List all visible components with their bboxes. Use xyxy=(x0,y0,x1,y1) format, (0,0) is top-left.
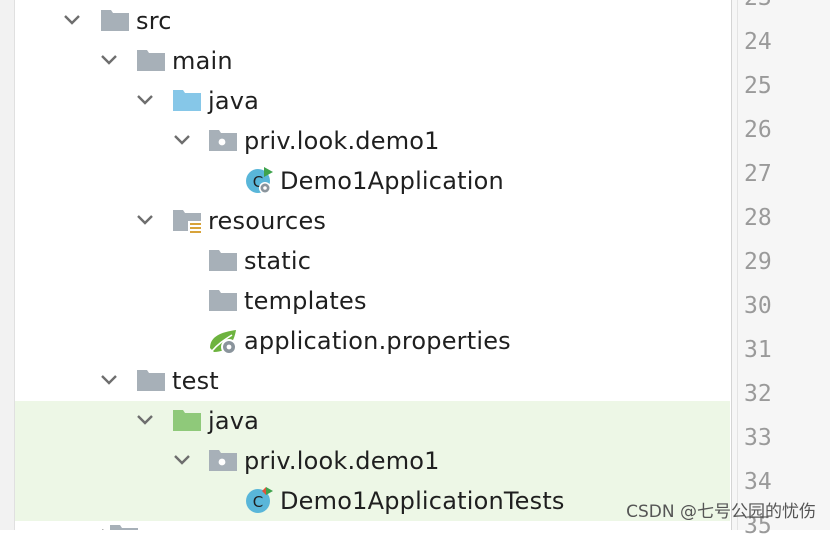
line-number: 27 xyxy=(744,161,772,187)
folder-icon xyxy=(101,10,129,31)
line-number: 30 xyxy=(744,293,772,319)
line-number: 29 xyxy=(744,249,772,275)
tree-node-resources[interactable]: resources xyxy=(15,201,730,241)
line-number: 25 xyxy=(744,73,772,99)
tree-node-test-class[interactable]: C Demo1ApplicationTests xyxy=(15,481,730,521)
tree-node-label: src xyxy=(136,7,172,35)
folder-icon xyxy=(110,525,138,530)
gutter-edge xyxy=(737,0,738,530)
chevron-down-icon[interactable] xyxy=(99,50,119,70)
tree-node-src[interactable]: src xyxy=(15,1,730,41)
tree-node-label: java xyxy=(208,87,260,115)
tree-node-test[interactable]: test xyxy=(15,361,730,401)
package-icon xyxy=(209,130,237,151)
test-root-icon xyxy=(173,410,201,431)
folder-icon xyxy=(137,50,165,71)
line-number: 34 xyxy=(744,469,772,495)
class-badge-letter: C xyxy=(253,493,263,511)
tree-node-main-package[interactable]: priv.look.demo1 xyxy=(15,121,730,161)
line-number: 33 xyxy=(744,425,772,451)
tree-node-label: priv.look.demo1 xyxy=(244,127,440,155)
tree-node-label: test xyxy=(172,367,219,395)
chevron-down-icon[interactable] xyxy=(172,450,192,470)
editor-gutter xyxy=(732,0,830,530)
chevron-down-icon[interactable] xyxy=(135,90,155,110)
line-number: 32 xyxy=(744,381,772,407)
chevron-down-icon[interactable] xyxy=(135,410,155,430)
tree-node-main-class[interactable]: C Demo1Application xyxy=(15,161,730,201)
line-number: 28 xyxy=(744,205,772,231)
tree-node-label: Demo1Application xyxy=(280,167,504,195)
resources-root-icon xyxy=(173,210,202,235)
line-number: 24 xyxy=(744,29,772,55)
chevron-down-icon[interactable] xyxy=(135,210,155,230)
line-number: 31 xyxy=(744,337,772,363)
project-tree[interactable]: src main java priv.look.demo1 C Demo1App… xyxy=(15,0,730,530)
chevron-down-icon[interactable] xyxy=(62,10,82,30)
class-badge-letter: C xyxy=(253,173,263,191)
tree-node-main[interactable]: main xyxy=(15,41,730,81)
tree-node-label: Demo1ApplicationTests xyxy=(280,487,565,515)
tree-node-partial[interactable] xyxy=(15,521,730,530)
line-number: 26 xyxy=(744,117,772,143)
tree-node-label: main xyxy=(172,47,233,75)
watermark: CSDN @七号公园的忧伤 xyxy=(626,502,816,522)
tool-window-strip xyxy=(0,0,15,530)
tree-node-templates[interactable]: templates xyxy=(15,281,730,321)
tree-node-properties[interactable]: application.properties xyxy=(15,321,730,361)
tree-node-test-java[interactable]: java xyxy=(15,401,730,441)
tree-node-label: static xyxy=(244,247,312,275)
spring-properties-icon xyxy=(210,330,237,355)
tree-node-test-package[interactable]: priv.look.demo1 xyxy=(15,441,730,481)
package-icon xyxy=(209,450,237,471)
test-class-icon: C xyxy=(246,487,273,513)
line-number: 23 xyxy=(744,0,772,13)
folder-icon xyxy=(137,370,165,391)
tree-node-label: java xyxy=(208,407,260,435)
tree-node-label: application.properties xyxy=(244,327,511,355)
tree-node-label: resources xyxy=(208,207,327,235)
tree-node-static[interactable]: static xyxy=(15,241,730,281)
tree-node-label: priv.look.demo1 xyxy=(244,447,440,475)
chevron-down-icon[interactable] xyxy=(172,130,192,150)
folder-icon xyxy=(209,250,237,271)
spring-boot-class-icon: C xyxy=(246,167,273,194)
chevron-down-icon[interactable] xyxy=(99,370,119,390)
tree-node-label: templates xyxy=(244,287,367,315)
source-root-icon xyxy=(173,90,201,111)
tree-node-main-java[interactable]: java xyxy=(15,81,730,121)
panel-divider[interactable] xyxy=(731,0,732,530)
folder-icon xyxy=(209,290,237,311)
